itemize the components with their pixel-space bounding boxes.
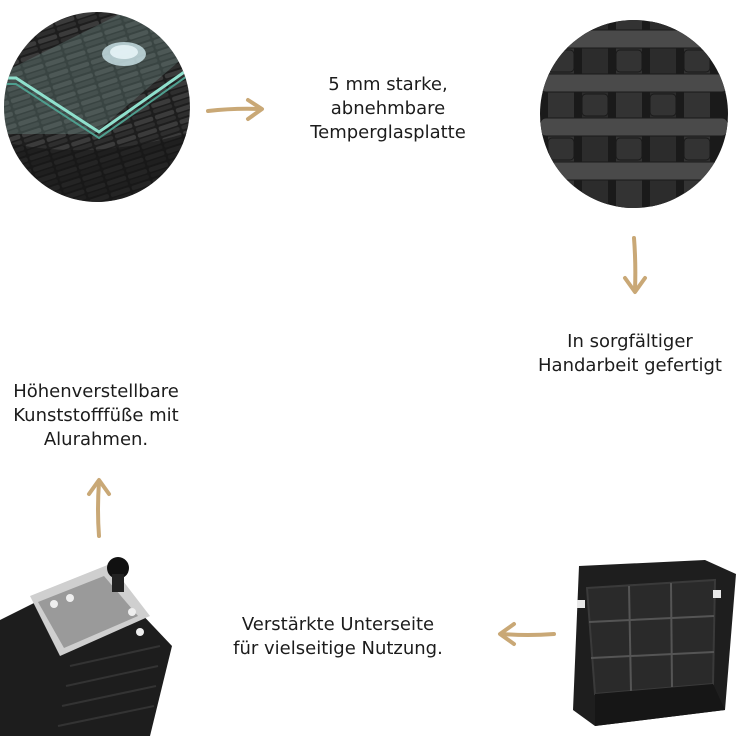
caption-line: Höhenverstellbare <box>13 381 179 402</box>
feature-caption-underside: Verstärkte Unterseite für vielseitige Nu… <box>218 613 458 661</box>
caption-line: 5 mm starke, <box>328 74 448 95</box>
feature-caption-handmade: In sorgfältiger Handarbeit gefertigt <box>524 330 736 378</box>
caption-line: für vielseitige Nutzung. <box>233 638 443 659</box>
arrow-up-icon <box>87 478 111 538</box>
glass-top-rattan-photo <box>4 12 190 202</box>
arrow-left-icon <box>498 622 556 646</box>
caption-line: Temperglasplatte <box>310 122 466 143</box>
feature-caption-glass-top: 5 mm starke, abnehmbare Temperglasplatte <box>288 73 488 145</box>
caption-line: Handarbeit gefertigt <box>538 355 722 376</box>
feature-caption-feet: Höhenverstellbare Kunststofffüße mit Alu… <box>0 380 192 452</box>
caption-line: abnehmbare <box>330 98 446 119</box>
reinforced-underside-photo <box>565 560 736 726</box>
arrow-right-icon <box>206 98 264 121</box>
caption-line: In sorgfältiger <box>567 331 693 352</box>
arrow-down-icon <box>623 236 647 294</box>
rattan-weave-photo <box>540 20 728 208</box>
caption-line: Alurahmen. <box>43 429 149 450</box>
caption-line: Verstärkte Unterseite <box>241 614 435 635</box>
adjustable-feet-photo <box>0 556 172 736</box>
caption-line: Kunststofffüße mit <box>13 405 179 426</box>
